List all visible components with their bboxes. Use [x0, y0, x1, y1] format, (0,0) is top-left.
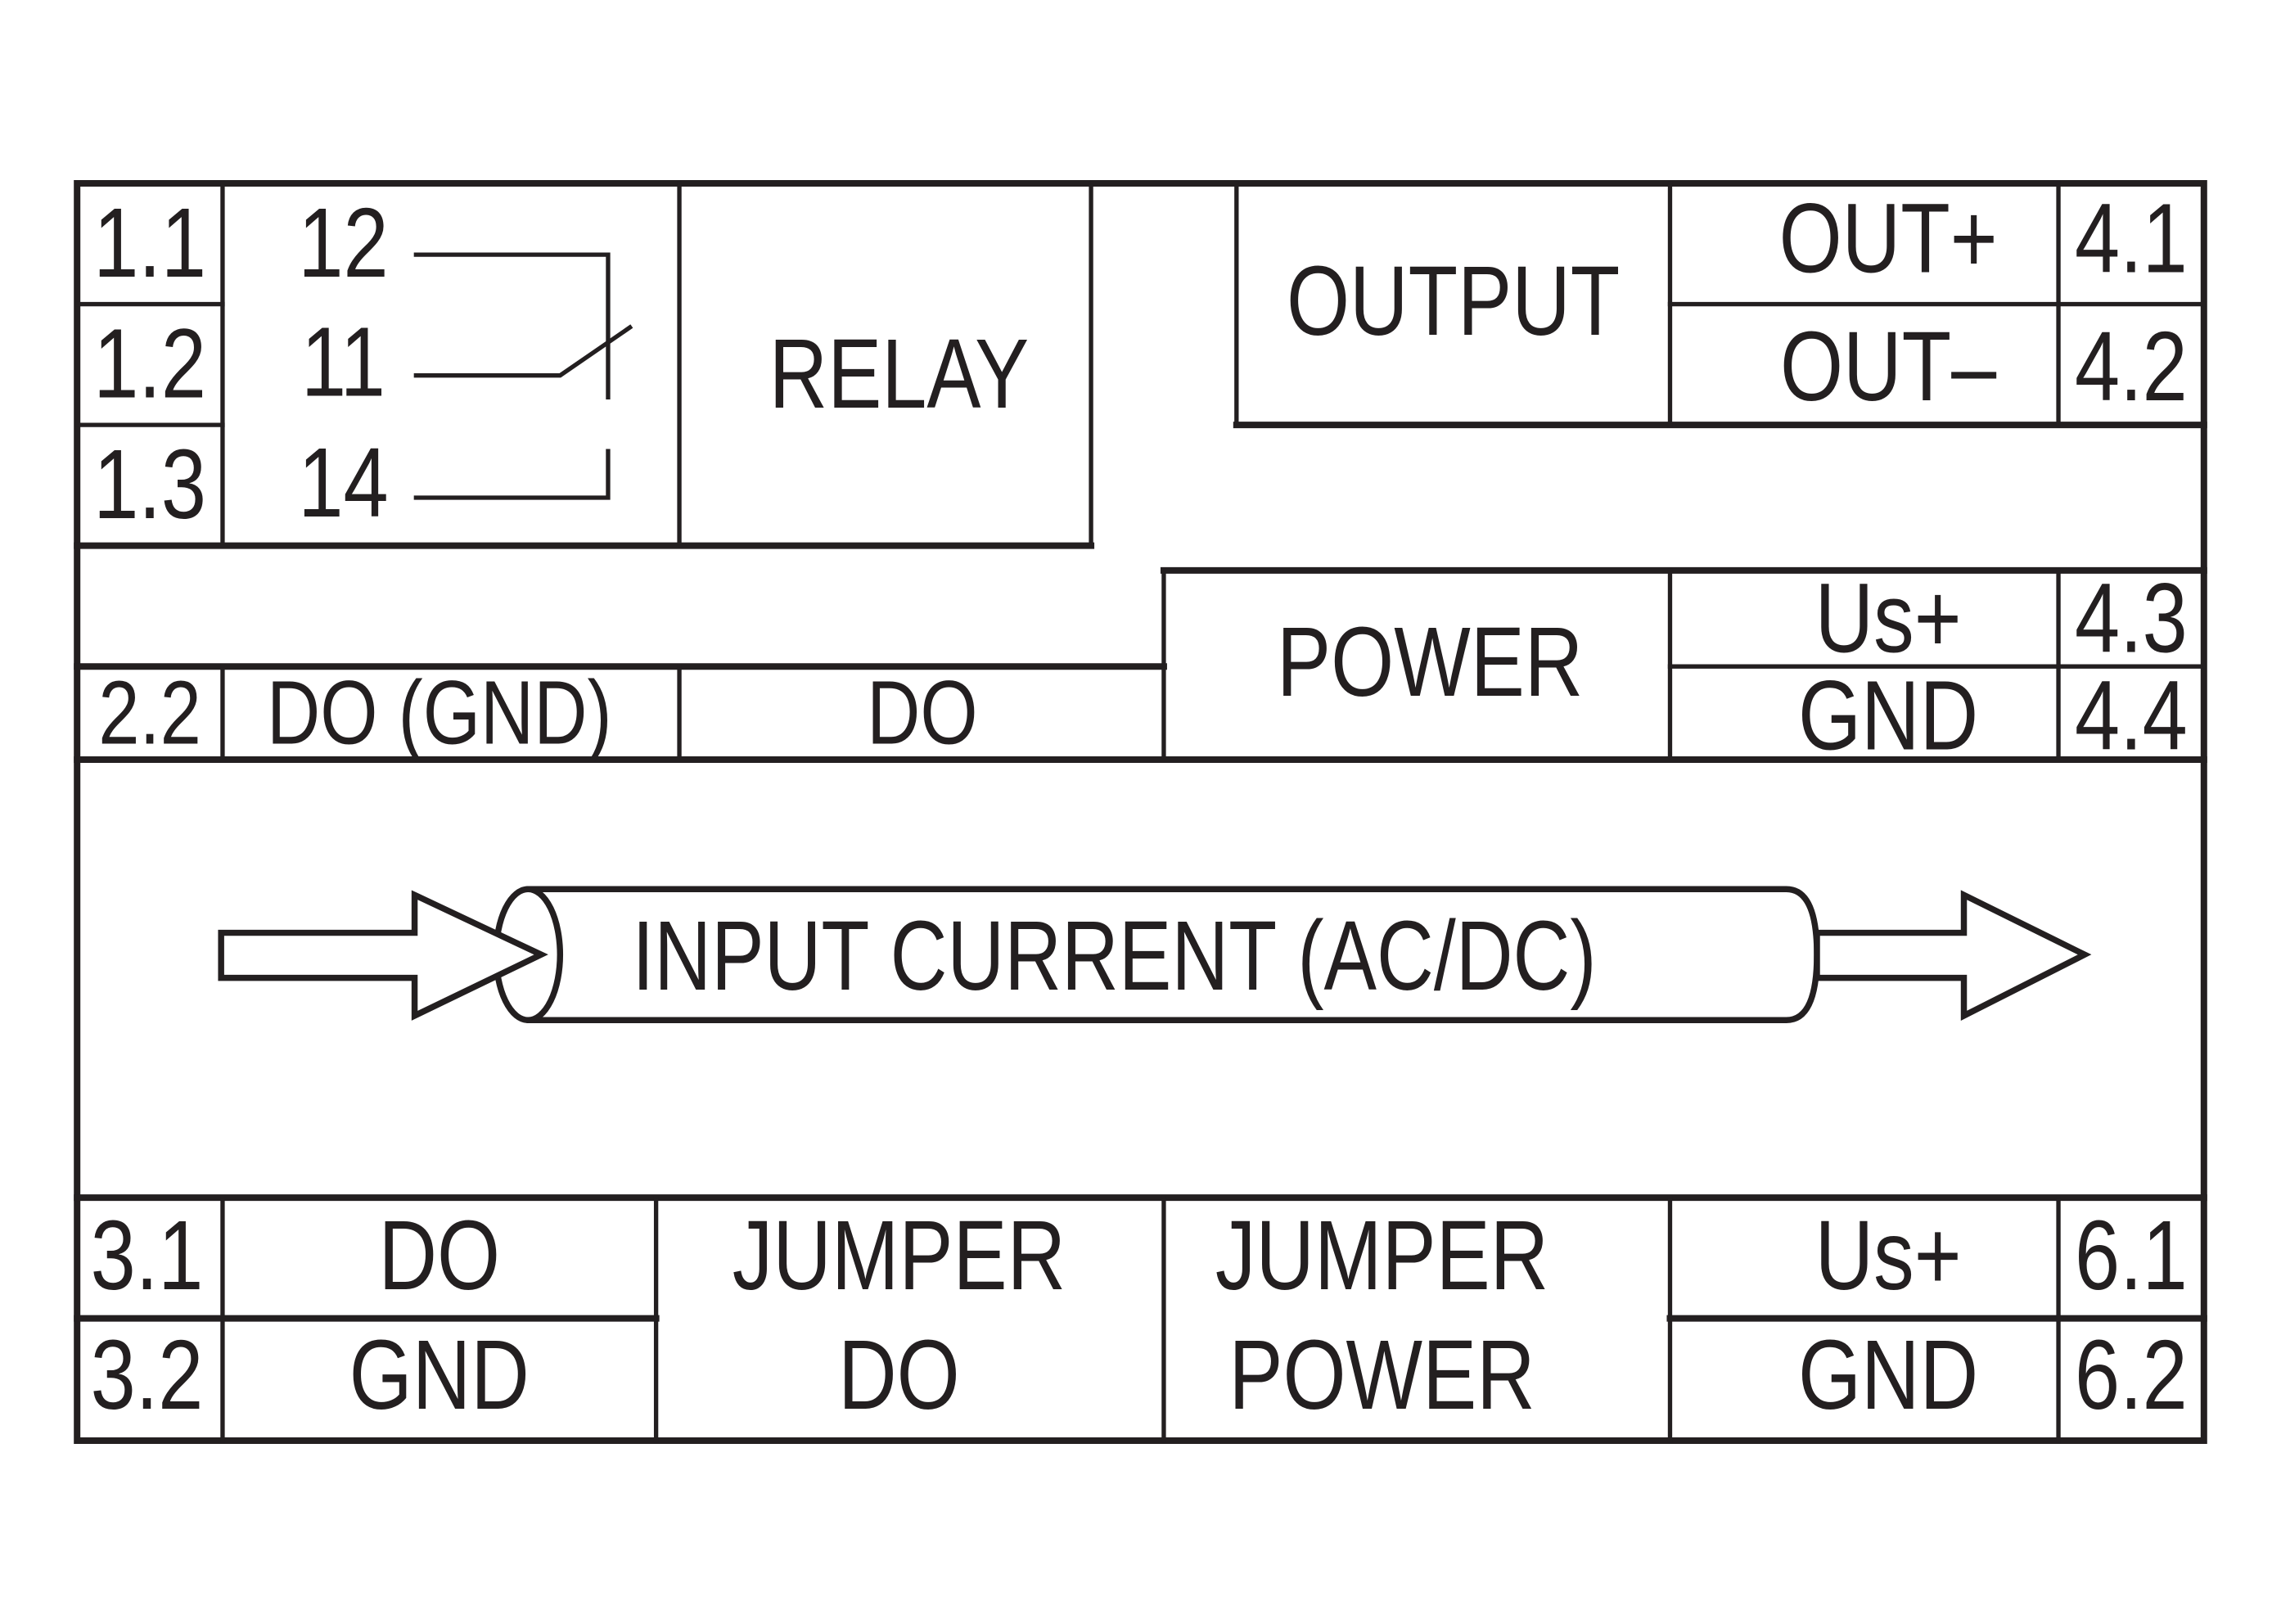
changeover-contact-icon	[413, 252, 633, 500]
signal-gnd-bottom-left: GND	[349, 1320, 530, 1431]
power-section: POWER Us+ GND 4.3 4.4	[1160, 563, 2207, 771]
bottom-row: 3.1 3.2 DO GND JUMPER DO JUMPER POWER Us…	[74, 1194, 2207, 1443]
signal-do-bottom: DO	[378, 1201, 500, 1311]
signal-us-plus-top: Us+	[1815, 563, 1962, 674]
contact-12: 12	[298, 188, 388, 299]
signal-gnd-top: GND	[1798, 661, 1978, 771]
relay-section: 1.1 1.2 1.3 12 11 14 RELAY	[74, 181, 1095, 549]
jumper-do-line2: DO	[838, 1320, 960, 1431]
do-cell: DO	[867, 663, 978, 763]
outer-frame	[74, 180, 2207, 1444]
input-section: INPUT CURRENT (AC/DC)	[218, 886, 2092, 1023]
jumper-power-line1: JUMPER	[1215, 1201, 1548, 1311]
contact-11: 11	[301, 307, 385, 417]
input-current-label: INPUT CURRENT (AC/DC)	[632, 901, 1596, 1012]
contact-14: 14	[298, 428, 388, 539]
output-section: OUTPUT OUT+ OUT– 4.1 4.2	[1233, 181, 2207, 429]
jumper-power-line2: POWER	[1228, 1320, 1535, 1431]
input-arrow-icon	[218, 890, 548, 1021]
power-label: POWER	[1277, 607, 1583, 718]
relay-label: RELAY	[769, 319, 1030, 430]
terminal-1-1: 1.1	[93, 188, 206, 299]
terminal-4-1: 4.1	[2075, 183, 2188, 294]
terminal-6-1: 6.1	[2075, 1201, 2188, 1311]
do-gnd-cell: DO (GND)	[267, 663, 612, 763]
output-arrow-icon	[1814, 890, 2092, 1021]
signal-out-plus: OUT+	[1779, 183, 1998, 294]
terminal-2-2: 2.2	[98, 663, 201, 763]
do-row: 2.2 DO (GND) DO	[74, 663, 2207, 764]
terminal-4-2: 4.2	[2075, 312, 2188, 422]
terminal-6-2: 6.2	[2075, 1320, 2188, 1431]
output-label: OUTPUT	[1287, 246, 1620, 357]
signal-us-plus-bottom: Us+	[1815, 1201, 1962, 1311]
terminal-3-2: 3.2	[91, 1320, 204, 1431]
signal-out-minus: OUT–	[1780, 312, 1997, 422]
terminal-1-2: 1.2	[93, 309, 206, 419]
terminal-4-4: 4.4	[2075, 661, 2188, 771]
signal-gnd-bottom-right: GND	[1798, 1320, 1978, 1431]
terminal-3-1: 3.1	[91, 1201, 204, 1311]
jumper-do-line1: JUMPER	[733, 1201, 1066, 1311]
terminal-4-3: 4.3	[2075, 563, 2188, 674]
terminal-1-3: 1.3	[93, 430, 206, 540]
